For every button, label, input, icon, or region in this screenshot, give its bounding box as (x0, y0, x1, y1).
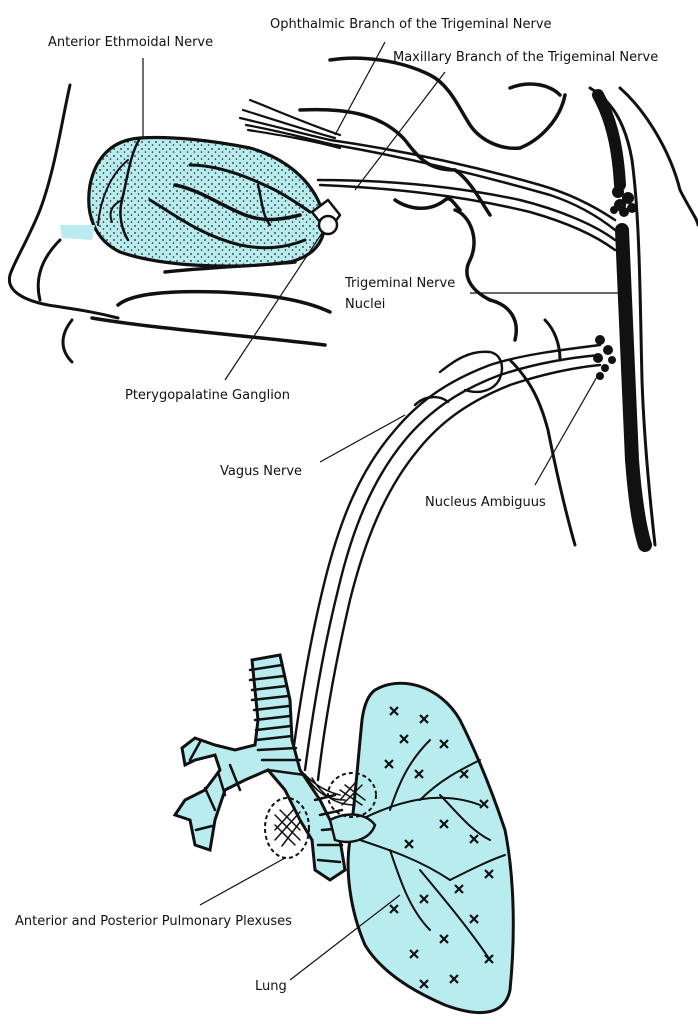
labels: Anterior Ethmoidal Nerve Ophthalmic Bran… (15, 17, 658, 994)
face-profile (7, 83, 120, 364)
label-lung: Lung (255, 979, 287, 994)
leader-pterygopalatine (224, 232, 323, 381)
skull-base (298, 56, 567, 342)
nasal-cavity (87, 135, 327, 268)
lung (328, 681, 515, 1015)
nasal-vestibule (60, 225, 95, 240)
label-vagus-nerve: Vagus Nerve (220, 464, 302, 479)
label-anterior-ethmoidal-nerve: Anterior Ethmoidal Nerve (48, 35, 213, 50)
leader-lung (289, 894, 401, 981)
brainstem (508, 86, 698, 552)
vagus-nerve (290, 343, 602, 782)
leader-lines (142, 41, 622, 981)
pulmonary-plexuses (264, 769, 377, 859)
label-pulmonary-plexuses: Anterior and Posterior Pulmonary Plexuse… (15, 914, 292, 929)
trigeminal-nuclei-cluster (610, 186, 637, 217)
label-trigeminal-nuclei-line2: Nuclei (345, 297, 385, 312)
label-ophthalmic-branch: Ophthalmic Branch of the Trigeminal Nerv… (270, 17, 552, 32)
leader-pulmonary-plexuses (199, 857, 286, 906)
label-maxillary-branch: Maxillary Branch of the Trigeminal Nerve (393, 50, 658, 65)
lung-crosses (384, 706, 494, 989)
label-nucleus-ambiguus: Nucleus Ambiguus (425, 495, 546, 510)
pterygopalatine-ganglion (310, 198, 342, 236)
label-trigeminal-nuclei-line1: Trigeminal Nerve (344, 276, 455, 291)
leader-vagus (319, 414, 406, 463)
leader-maxillary (354, 71, 446, 191)
ophthalmic-branch (238, 98, 342, 150)
leader-nucleus-ambiguus (534, 374, 599, 486)
label-pterygopalatine-ganglion: Pterygopalatine Ganglion (125, 388, 290, 403)
trigeminal-trunk (316, 138, 617, 252)
trachea-bronchi (172, 653, 347, 882)
nucleus-ambiguus-cluster (593, 335, 616, 380)
leader-ophthalmic (334, 41, 386, 136)
